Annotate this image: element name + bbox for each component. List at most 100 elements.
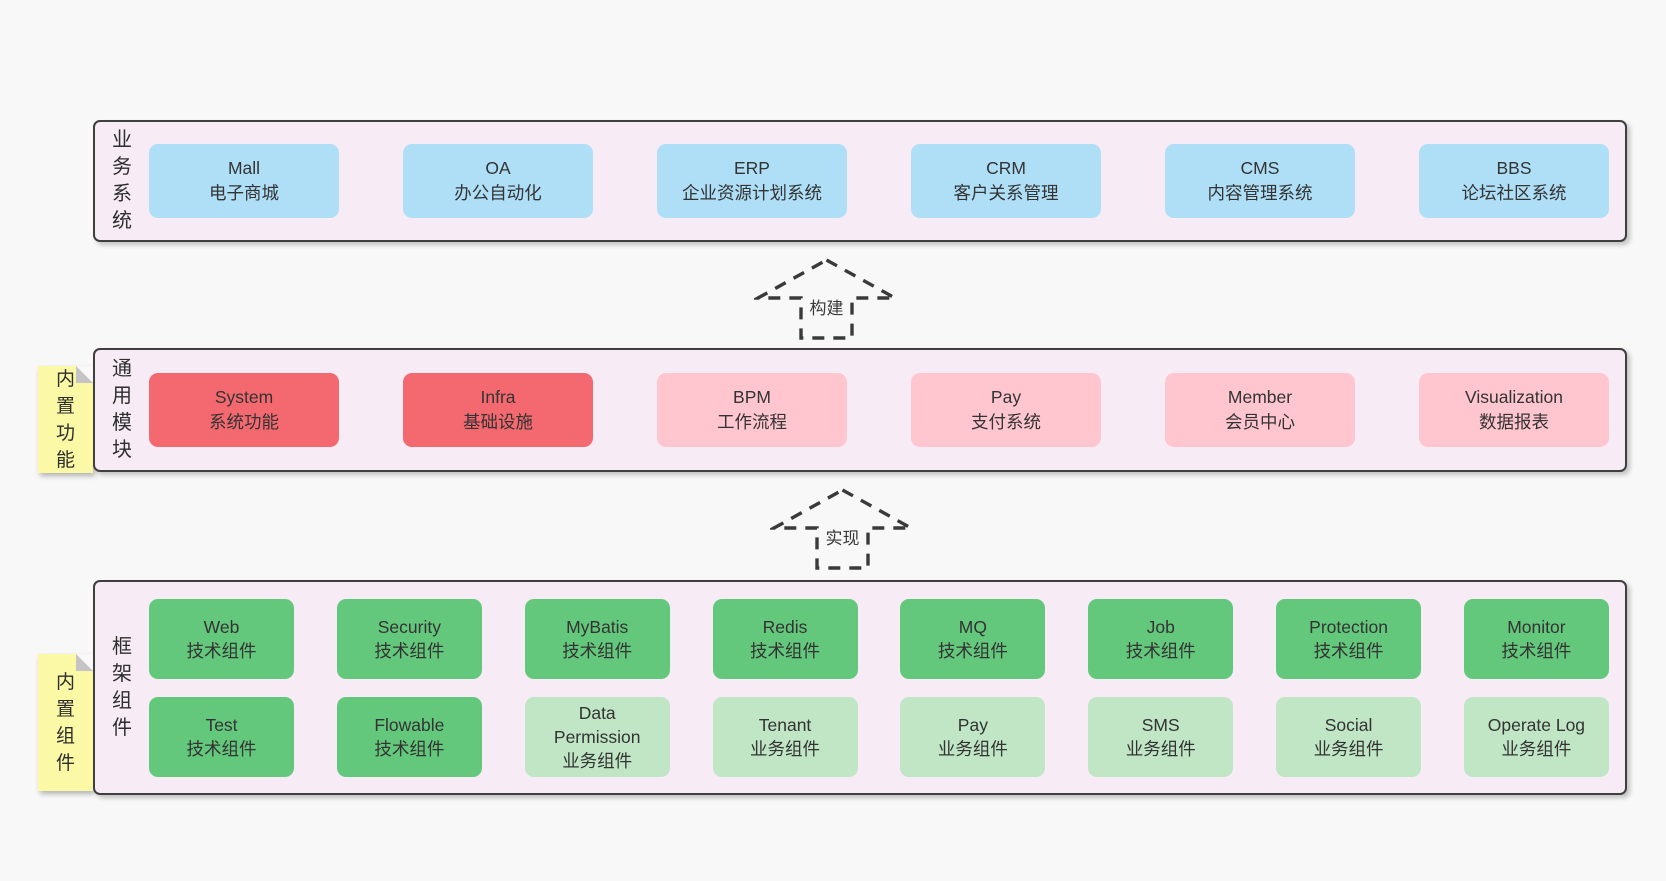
box-title: Test	[205, 714, 238, 735]
up-arrow-icon	[770, 488, 915, 570]
box-mall: Mall 电子商城	[149, 144, 339, 218]
box-title: Monitor	[1507, 616, 1566, 637]
build-arrow-label: 构建	[805, 294, 848, 319]
built-in-features-sticky: 内置功能	[38, 366, 93, 473]
box-pay-module: Pay 支付系统	[911, 373, 1101, 447]
box-title: Job	[1146, 616, 1175, 637]
box-title: Pay	[990, 387, 1022, 407]
box-subtitle: 系统功能	[209, 412, 279, 432]
framework-components-band: 框架组件 Web 技术组件 Security 技术组件 MyBatis 技术组件…	[93, 580, 1627, 795]
box-subtitle: 会员中心	[1225, 412, 1295, 432]
box-subtitle: 工作流程	[717, 412, 787, 432]
business-boxes-row: Mall 电子商城 OA 办公自动化 ERP 企业资源计划系统 CRM 客户关系…	[149, 144, 1625, 218]
box-title: Tenant	[758, 714, 812, 735]
box-bbs: BBS 论坛社区系统	[1419, 144, 1609, 218]
band-label-text: 业务系统	[112, 129, 132, 232]
box-pay-component: Pay 业务组件	[900, 696, 1046, 777]
box-title: SMS	[1141, 714, 1180, 735]
box-subtitle: 技术组件	[1125, 640, 1196, 661]
box-operate-log: Operate Log 业务组件	[1463, 696, 1609, 777]
box-job: Job 技术组件	[1088, 598, 1234, 679]
box-title: Social	[1324, 714, 1373, 735]
build-arrow: 构建	[754, 256, 899, 342]
components-band-label: 框架组件	[95, 634, 149, 742]
box-redis: Redis 技术组件	[712, 598, 858, 679]
box-subtitle: 支付系统	[971, 412, 1041, 432]
box-subtitle: 企业资源计划系统	[682, 183, 822, 203]
box-title: Security	[377, 616, 441, 637]
box-subtitle: 技术组件	[374, 640, 445, 661]
sticky-text: 内置功能	[55, 368, 75, 471]
box-title: Web	[203, 616, 240, 637]
box-title: Mall	[227, 158, 261, 178]
implement-arrow: 实现	[770, 486, 915, 572]
business-band-label: 业务系统	[95, 127, 149, 235]
box-system: System 系统功能	[149, 373, 339, 447]
box-title: Data Permission	[553, 702, 641, 747]
box-erp: ERP 企业资源计划系统	[657, 144, 847, 218]
box-title: Redis	[762, 616, 808, 637]
box-mybatis: MyBatis 技术组件	[524, 598, 670, 679]
box-subtitle: 技术组件	[1313, 640, 1384, 661]
box-title: Operate Log	[1487, 714, 1586, 735]
box-web: Web 技术组件	[149, 598, 294, 679]
box-visualization: Visualization 数据报表	[1419, 373, 1609, 447]
box-title: Infra	[480, 387, 516, 407]
box-member: Member 会员中心	[1165, 373, 1355, 447]
box-subtitle: 业务组件	[1313, 738, 1384, 759]
box-subtitle: 基础设施	[463, 412, 533, 432]
box-title: CMS	[1240, 158, 1280, 178]
box-subtitle: 技术组件	[1501, 640, 1572, 661]
box-subtitle: 技术组件	[750, 640, 821, 661]
implement-arrow-label: 实现	[821, 524, 864, 549]
box-tenant: Tenant 业务组件	[712, 696, 858, 777]
box-subtitle: 技术组件	[374, 738, 445, 759]
box-oa: OA 办公自动化	[403, 144, 593, 218]
components-row-2: Test 技术组件 Flowable 技术组件 Data Permission …	[149, 696, 1609, 777]
box-title: OA	[485, 158, 511, 178]
box-title: Flowable	[374, 714, 445, 735]
box-title: ERP	[734, 158, 770, 178]
box-title: MyBatis	[566, 616, 629, 637]
box-subtitle: 技术组件	[186, 640, 257, 661]
box-flowable: Flowable 技术组件	[336, 696, 482, 777]
box-title: Visualization	[1465, 387, 1563, 407]
box-cms: CMS 内容管理系统	[1165, 144, 1355, 218]
modules-boxes-row: System 系统功能 Infra 基础设施 BPM 工作流程 Pay 支付系统…	[149, 373, 1625, 447]
components-row-1: Web 技术组件 Security 技术组件 MyBatis 技术组件 Redi…	[149, 598, 1609, 679]
modules-band-label: 通用模块	[95, 356, 149, 464]
band-label-text: 框架组件	[112, 635, 132, 739]
box-infra: Infra 基础设施	[403, 373, 593, 447]
box-security: Security 技术组件	[336, 598, 482, 679]
box-title: MQ	[958, 616, 987, 637]
box-subtitle: 数据报表	[1479, 412, 1549, 432]
box-subtitle: 办公自动化	[454, 183, 542, 203]
box-mq: MQ 技术组件	[900, 598, 1046, 679]
box-test: Test 技术组件	[149, 696, 294, 777]
box-subtitle: 技术组件	[186, 738, 257, 759]
box-title: Member	[1227, 387, 1293, 407]
box-title: CRM	[986, 158, 1026, 178]
box-title: System	[214, 387, 274, 407]
sticky-text: 内置组件	[55, 671, 75, 774]
components-rows: Web 技术组件 Security 技术组件 MyBatis 技术组件 Redi…	[149, 598, 1625, 777]
box-subtitle: 业务组件	[750, 738, 821, 759]
common-modules-band: 通用模块 System 系统功能 Infra 基础设施 BPM 工作流程 Pay…	[93, 348, 1627, 472]
box-subtitle: 客户关系管理	[953, 183, 1059, 203]
built-in-components-sticky: 内置组件	[38, 654, 93, 791]
box-social: Social 业务组件	[1276, 696, 1422, 777]
box-title: Protection	[1309, 616, 1388, 637]
box-crm: CRM 客户关系管理	[911, 144, 1101, 218]
box-subtitle: 业务组件	[937, 738, 1008, 759]
box-subtitle: 技术组件	[937, 640, 1008, 661]
up-arrow-icon	[754, 258, 899, 340]
box-monitor: Monitor 技术组件	[1463, 598, 1609, 679]
box-data-permission: Data Permission 业务组件	[524, 696, 670, 777]
box-bpm: BPM 工作流程	[657, 373, 847, 447]
band-label-text: 通用模块	[112, 358, 132, 461]
box-sms: SMS 业务组件	[1088, 696, 1234, 777]
box-protection: Protection 技术组件	[1276, 598, 1422, 679]
box-title: BPM	[733, 387, 771, 407]
box-subtitle: 技术组件	[562, 640, 633, 661]
